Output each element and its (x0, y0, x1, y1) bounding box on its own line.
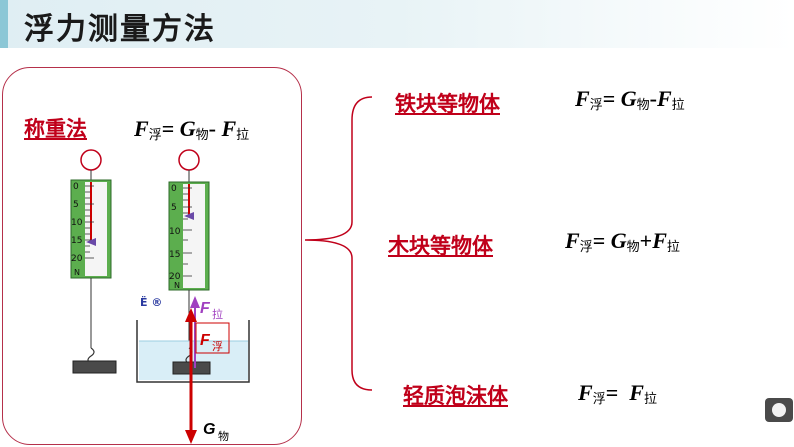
panel-formula: F浮= G物- F拉 (134, 116, 250, 143)
row-formula-wood: F浮= G物+F拉 (565, 228, 680, 255)
force-buoyant-arrow (185, 308, 197, 368)
row-label-iron: 铁块等物体 (395, 92, 500, 116)
force-pull-arrow (190, 296, 200, 368)
spring-scale-right: 0 5 10 15 20 N (168, 149, 210, 348)
scale-unit-right: N (174, 281, 180, 290)
title-accent (0, 0, 8, 48)
row-formula-foam: F浮= F拉 (578, 380, 657, 407)
label-gravity: G (203, 421, 215, 438)
tick-5-right: 5 (171, 203, 177, 213)
beaker (136, 320, 250, 383)
slide-nav-button[interactable] (765, 398, 793, 422)
label-pull: F (200, 300, 211, 317)
force-gravity-arrow (185, 368, 197, 444)
row-label-wood: 木块等物体 (388, 234, 493, 258)
brace (304, 96, 373, 391)
row-label-foam: 轻质泡沫体 (403, 384, 508, 408)
method-label: 称重法 (24, 117, 87, 141)
label-buoyant-sub: 浮 (212, 340, 223, 353)
label-buoyant: F (200, 332, 211, 349)
tick-15-right: 15 (169, 250, 180, 260)
tick-0: 0 (73, 182, 79, 192)
label-gravity-sub: 物 (218, 429, 229, 443)
tick-20-right: 20 (169, 272, 181, 282)
tick-10-right: 10 (169, 227, 181, 237)
tick-15: 15 (71, 236, 82, 246)
title-bar: 浮力测量方法 (0, 0, 794, 48)
tick-0-right: 0 (171, 184, 177, 194)
row-formula-iron: F浮= G物-F拉 (575, 86, 685, 113)
tick-20: 20 (71, 254, 83, 264)
tick-5: 5 (73, 200, 79, 210)
scale-unit: N (74, 268, 80, 277)
tick-10: 10 (71, 218, 83, 228)
page-title: 浮力测量方法 (24, 12, 216, 47)
beaker-mark: Ë ® (140, 295, 162, 309)
label-pull-sub: 拉 (212, 307, 223, 321)
spring-scale-left: 0 5 10 15 20 N (70, 149, 117, 374)
